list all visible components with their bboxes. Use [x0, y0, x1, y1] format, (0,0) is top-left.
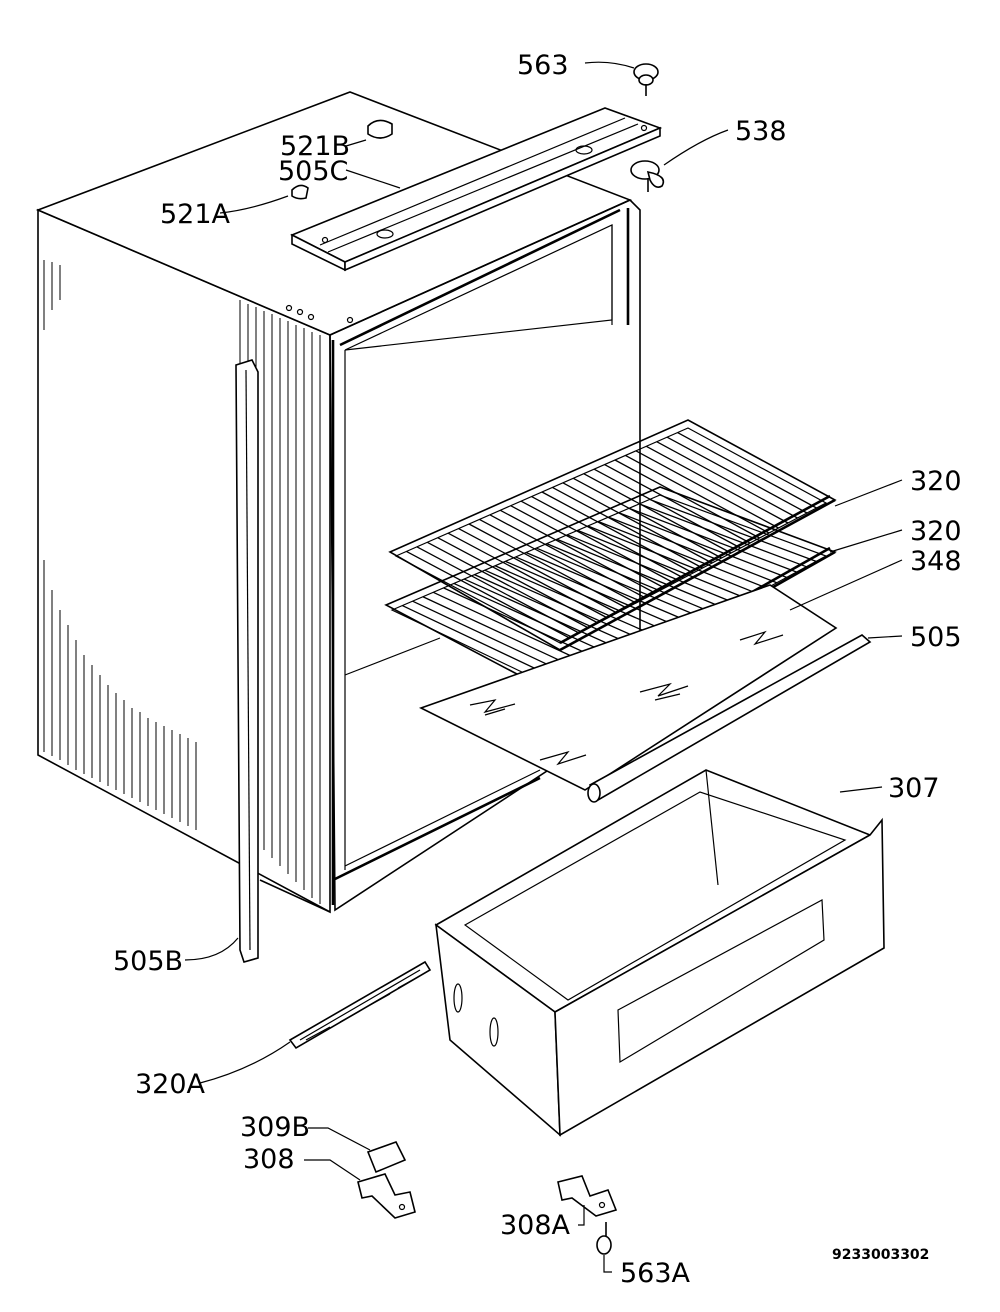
shelf-wire-rod: [552, 486, 703, 569]
cap-521a: [291, 184, 309, 200]
label-563: 563: [517, 50, 569, 81]
shelf-wire-rod: [628, 507, 797, 573]
shelf-wire-rod: [645, 445, 789, 524]
shelf-wire-rod: [510, 505, 665, 589]
shelf-wire-rod: [520, 500, 675, 584]
shelf-wire-rod: [649, 498, 817, 562]
shelf-wire-rod: [677, 432, 817, 509]
shelf-wire-rod: [577, 529, 748, 600]
top-hinge-bracket: [290, 107, 663, 272]
shelf-wire-rod: [618, 512, 787, 578]
label-307: 307: [888, 773, 940, 804]
hinge-pin-538: [630, 160, 665, 192]
shelf-wire-rod: [489, 514, 646, 599]
label-538: 538: [735, 116, 787, 147]
shelf-wire-rod: [625, 454, 770, 534]
glass-shelf-348: [418, 584, 838, 791]
label-563a: 563A: [620, 1258, 691, 1289]
shelf-wire-rod: [597, 520, 768, 589]
shelf-wire-rod: [639, 503, 807, 568]
label-320-upper: 320: [910, 466, 962, 497]
shelf-wire-rod: [572, 477, 722, 559]
label-320a: 320A: [135, 1069, 206, 1100]
shelf-wire-rod: [635, 450, 779, 529]
label-320-lower: 320: [910, 516, 962, 547]
leader-lines: [184, 61, 903, 1273]
part-labels: 563 538 521B 505C 521A 320 320 348 505 3…: [113, 50, 962, 1289]
label-505c: 505C: [278, 156, 348, 187]
shelf-wire-rod: [614, 459, 760, 539]
cap-521b: [367, 119, 393, 139]
shelf-wire-rod: [505, 560, 679, 637]
document-number: 9233003302: [832, 1247, 929, 1263]
screw-563: [633, 63, 659, 96]
gasket-strip-505b: [235, 359, 259, 963]
label-348: 348: [910, 546, 962, 577]
label-309b: 309B: [240, 1112, 310, 1143]
shelf-wire-rod: [515, 556, 689, 632]
trim-strip-505: [587, 634, 872, 803]
shelf-wire-rod: [604, 463, 751, 544]
crisper-drawer-307: [434, 769, 885, 1137]
bracket-308a: [557, 1175, 618, 1217]
shelf-wire-rod: [494, 565, 669, 643]
shelf-wire-rod: [479, 518, 637, 604]
shelf-wire-rod: [583, 473, 732, 554]
shelf-wire-rod: [556, 538, 728, 611]
shelf-wire-rod: [566, 534, 738, 605]
shelf-wire-rod: [608, 516, 778, 584]
slide-rail-320a: [288, 960, 432, 1050]
shelf-wire-rod: [593, 468, 741, 549]
shelf-wire-rod: [531, 495, 684, 579]
shelf-wire-rod: [562, 482, 713, 564]
shelf-wire-rod: [546, 543, 718, 616]
label-521a: 521A: [160, 199, 231, 230]
shelf-wire-rod: [656, 441, 798, 519]
shelf-wire-rod: [468, 523, 627, 609]
shelf-wire-rod: [499, 509, 656, 594]
shelf-wire-rod: [536, 547, 709, 621]
screw-563a: [596, 1222, 612, 1255]
shelf-wire-rod: [541, 491, 694, 574]
shelf-wire-rod: [587, 525, 758, 595]
block-309b: [366, 1141, 407, 1174]
label-505b: 505B: [113, 946, 183, 977]
bracket-308: [357, 1173, 416, 1219]
label-505: 505: [910, 622, 962, 653]
cabinet-body: [35, 91, 641, 914]
label-308a: 308A: [500, 1210, 571, 1241]
label-308: 308: [243, 1144, 295, 1175]
shelf-wire-rod: [666, 436, 808, 514]
shelf-wire-rod: [525, 551, 699, 627]
wire-shelf-lower: [384, 486, 837, 704]
label-521b: 521B: [280, 131, 350, 162]
